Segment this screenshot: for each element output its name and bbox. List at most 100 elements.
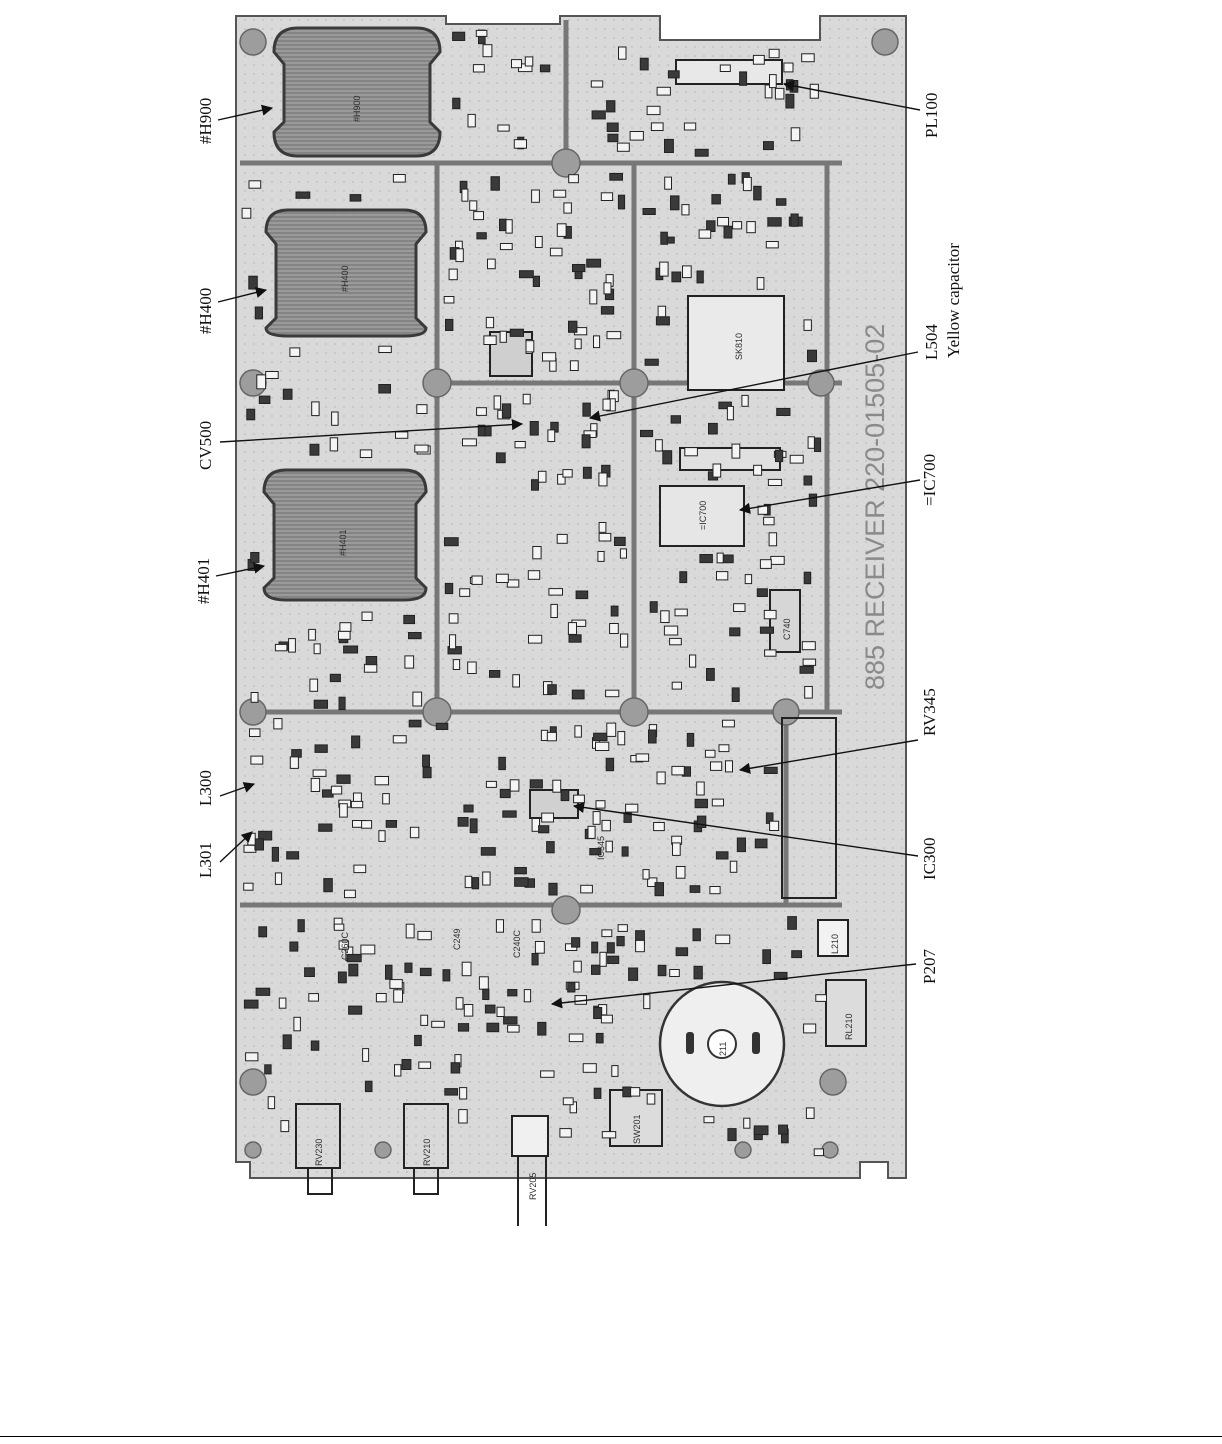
smd-part bbox=[563, 470, 572, 478]
smd-part bbox=[587, 259, 601, 267]
smd-part bbox=[583, 467, 591, 478]
smd-part bbox=[479, 977, 488, 989]
smd-part bbox=[594, 336, 600, 348]
smd-part bbox=[415, 445, 428, 452]
smd-part bbox=[496, 453, 505, 463]
smd-part bbox=[790, 455, 803, 463]
smd-part bbox=[601, 307, 613, 315]
smd-part bbox=[594, 733, 607, 740]
smd-part bbox=[337, 775, 350, 783]
smd-part bbox=[755, 839, 767, 848]
mark-c249: C249 bbox=[452, 928, 462, 950]
smd-part bbox=[445, 538, 459, 546]
mark-rv230: RV230 bbox=[314, 1139, 324, 1166]
smd-part bbox=[396, 432, 408, 438]
smd-part bbox=[386, 821, 396, 828]
smd-part bbox=[593, 812, 600, 825]
smd-part bbox=[700, 555, 713, 563]
smd-part bbox=[596, 742, 609, 750]
smd-part bbox=[617, 143, 629, 151]
smd-part bbox=[538, 471, 546, 482]
callout-h400: #H400 bbox=[196, 288, 216, 334]
smd-part bbox=[592, 942, 598, 953]
smd-part bbox=[695, 799, 707, 807]
smd-part bbox=[675, 609, 687, 616]
smd-part bbox=[507, 580, 519, 587]
smd-part bbox=[734, 604, 745, 612]
smd-part bbox=[809, 494, 816, 506]
smd-part bbox=[695, 149, 708, 156]
smd-part bbox=[283, 1035, 291, 1049]
smd-part bbox=[594, 1088, 601, 1098]
smd-part bbox=[542, 813, 554, 822]
smd-part bbox=[802, 54, 815, 62]
smd-part bbox=[765, 650, 776, 656]
smd-part bbox=[670, 638, 682, 644]
mark-c260: C260C bbox=[340, 931, 350, 960]
smd-part bbox=[676, 867, 685, 879]
smd-part bbox=[770, 821, 779, 830]
smd-part bbox=[769, 533, 777, 546]
mark-ic700: =IC700 bbox=[698, 501, 708, 530]
smd-part bbox=[417, 405, 427, 414]
smd-part bbox=[549, 883, 557, 895]
smd-part bbox=[672, 272, 681, 282]
smd-part bbox=[530, 422, 538, 436]
callout-pl100: PL100 bbox=[922, 93, 942, 138]
smd-part bbox=[483, 989, 489, 999]
smd-part bbox=[712, 195, 721, 204]
smd-part bbox=[523, 394, 530, 404]
smd-part bbox=[436, 723, 448, 729]
smd-part bbox=[664, 626, 677, 635]
smd-part bbox=[515, 868, 527, 874]
smd-part bbox=[513, 675, 520, 687]
smd-part bbox=[588, 826, 595, 838]
smd-part bbox=[649, 730, 657, 743]
footer-rule bbox=[0, 1436, 1222, 1437]
mark-rl210: RL210 bbox=[844, 1013, 854, 1040]
smd-part bbox=[618, 732, 625, 745]
smd-part bbox=[500, 331, 506, 342]
smd-part bbox=[547, 732, 556, 740]
smd-part bbox=[394, 990, 403, 1002]
smd-part bbox=[768, 479, 781, 485]
smd-part bbox=[266, 372, 279, 379]
smd-part bbox=[668, 71, 679, 78]
smd-part bbox=[281, 1121, 289, 1132]
smd-part bbox=[279, 998, 286, 1008]
smd-part bbox=[500, 219, 507, 230]
mark-211: 211 bbox=[718, 1042, 728, 1056]
smd-part bbox=[464, 805, 473, 812]
smd-part bbox=[508, 1025, 519, 1032]
smd-part bbox=[292, 750, 302, 758]
smd-part bbox=[583, 1064, 596, 1073]
smd-part bbox=[515, 878, 529, 887]
smd-part bbox=[806, 1108, 814, 1119]
smd-part bbox=[575, 339, 581, 349]
smd-part bbox=[383, 794, 390, 804]
smd-part bbox=[743, 177, 751, 190]
smd-part bbox=[462, 962, 471, 976]
smd-part bbox=[608, 134, 618, 142]
smd-part bbox=[618, 925, 627, 932]
smd-part bbox=[810, 84, 818, 98]
smd-part bbox=[453, 660, 459, 670]
smd-part bbox=[420, 968, 431, 975]
smd-part bbox=[349, 964, 358, 976]
smd-part bbox=[699, 230, 711, 238]
smd-part bbox=[294, 1017, 301, 1031]
smd-part bbox=[364, 664, 376, 672]
smd-part bbox=[548, 430, 555, 442]
smd-part bbox=[572, 690, 584, 699]
smd-part bbox=[596, 1033, 603, 1043]
smd-part bbox=[344, 646, 358, 653]
smd-part bbox=[547, 842, 555, 853]
smd-part bbox=[641, 430, 653, 436]
smd-part bbox=[647, 1094, 655, 1104]
smd-part bbox=[393, 736, 406, 743]
smd-part bbox=[314, 700, 327, 708]
smd-part bbox=[477, 233, 486, 239]
callout-l504: L504 bbox=[922, 324, 942, 360]
smd-part bbox=[421, 1015, 428, 1025]
smd-part bbox=[753, 55, 764, 64]
